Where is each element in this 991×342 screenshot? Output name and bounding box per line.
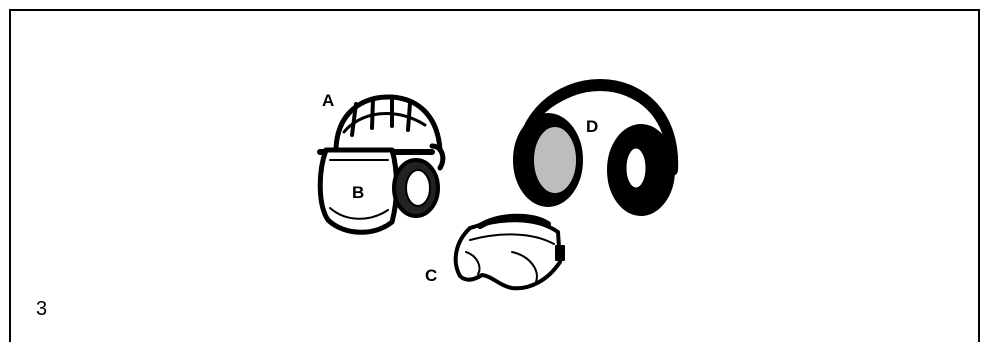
helmet-with-visor [320,97,443,232]
label-d: D [586,117,598,137]
ear-defenders [514,85,674,215]
label-a: A [322,91,334,111]
label-b: B [352,183,364,203]
figure-number: 3 [36,298,47,321]
safety-goggles [456,217,564,289]
label-c: C [425,266,437,286]
